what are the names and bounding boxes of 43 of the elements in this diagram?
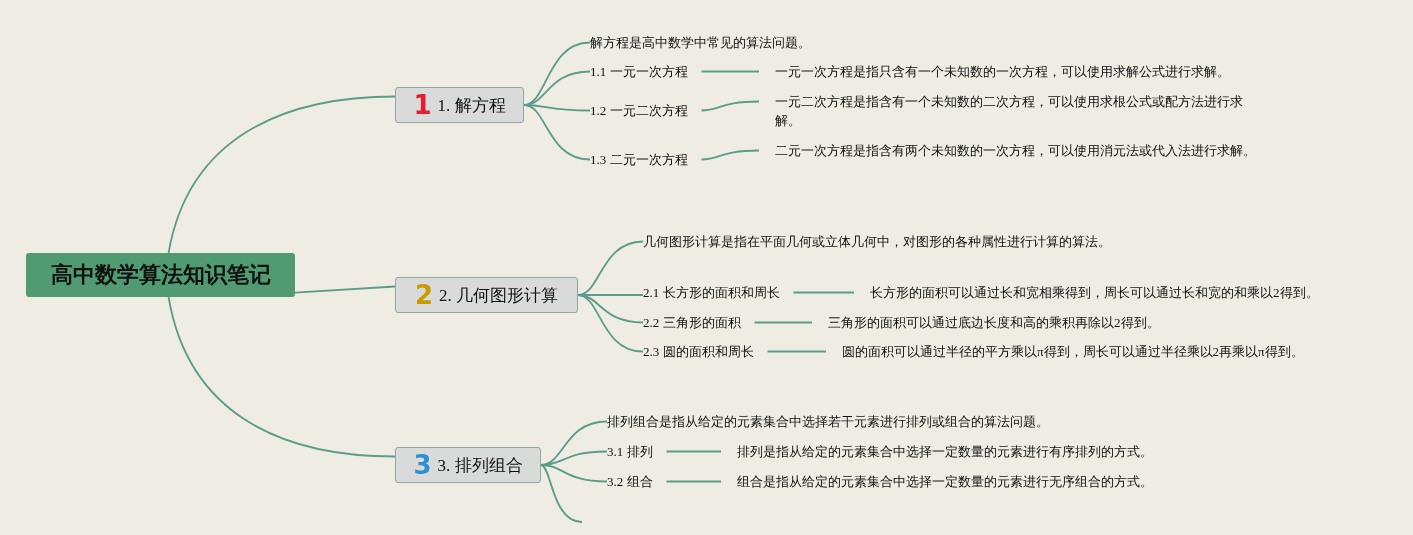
subtopic-label: 2.2 三角形的面积 bbox=[643, 313, 755, 332]
step-number: 3 bbox=[413, 452, 432, 478]
subtopic-label: 3.2 组合 bbox=[607, 472, 667, 491]
connector-line bbox=[766, 350, 827, 353]
description-text: 组合是指从给定的元素集合中选择一定数量的元素进行无序组合的方式。 bbox=[721, 472, 1153, 491]
topic-label: 3. 排列组合 bbox=[437, 454, 523, 477]
description-text: 长方形的面积可以通过长和宽相乘得到，周长可以通过长和宽的和乘以2得到。 bbox=[854, 283, 1319, 302]
topic-label: 2. 几何图形计算 bbox=[439, 284, 559, 307]
description-text: 二元一次方程是指含有两个未知数的一次方程，可以使用消元法或代入法进行求解。 bbox=[759, 141, 1259, 160]
connector-line bbox=[700, 70, 760, 73]
connector-line bbox=[540, 464, 583, 523]
description-text: 三角形的面积可以通过底边长度和高的乘积再除以2得到。 bbox=[812, 313, 1160, 332]
title-box: 高中数学算法知识笔记 bbox=[26, 253, 295, 297]
topic-box bbox=[395, 277, 578, 313]
description-text: 排列是指从给定的元素集合中选择一定数量的元素进行有序排列的方式。 bbox=[721, 442, 1153, 461]
connector-line bbox=[167, 95, 396, 254]
connector-line bbox=[665, 450, 722, 453]
topic-label: 1. 解方程 bbox=[437, 94, 506, 117]
subtopic-label: 1.1 一元一次方程 bbox=[590, 62, 702, 81]
connector-line bbox=[523, 104, 591, 161]
step-number: 1 bbox=[413, 92, 432, 118]
topic-box bbox=[395, 447, 541, 483]
connector-line bbox=[700, 100, 760, 112]
description-text: 圆的面积可以通过半径的平方乘以π得到，周长可以通过半径乘以2再乘以π得到。 bbox=[826, 342, 1304, 361]
subtopic-label: 1.2 一元二次方程 bbox=[590, 101, 702, 120]
subtopic-label: 1.3 二元一次方程 bbox=[590, 150, 702, 169]
connector-line bbox=[294, 285, 396, 294]
connector-line bbox=[665, 480, 722, 483]
summary-text: 解方程是高中数学中常见的算法问题。 bbox=[590, 33, 811, 52]
connector-line bbox=[753, 321, 813, 324]
connector-line bbox=[700, 149, 760, 161]
summary-text: 排列组合是指从给定的元素集合中选择若干元素进行排列或组合的算法问题。 bbox=[607, 412, 1049, 431]
subtopic-label: 2.3 圆的面积和周长 bbox=[643, 342, 768, 361]
subtopic-label: 2.1 长方形的面积和周长 bbox=[643, 283, 794, 302]
description-text: 一元二次方程是指含有一个未知数的二次方程，可以使用求根公式或配方法进行求解。 bbox=[759, 92, 1259, 130]
step-number: 2 bbox=[414, 282, 434, 308]
connector-line bbox=[792, 291, 855, 294]
topic-box bbox=[395, 87, 524, 123]
subtopic-label: 3.1 排列 bbox=[607, 442, 667, 461]
summary-text: 几何图形计算是指在平面几何或立体几何中，对图形的各种属性进行计算的算法。 bbox=[643, 232, 1113, 251]
description-text: 一元一次方程是指只含有一个未知数的一次方程，可以使用求解公式进行求解。 bbox=[759, 62, 1230, 81]
connector-line bbox=[577, 294, 644, 353]
connector-line bbox=[167, 296, 396, 458]
